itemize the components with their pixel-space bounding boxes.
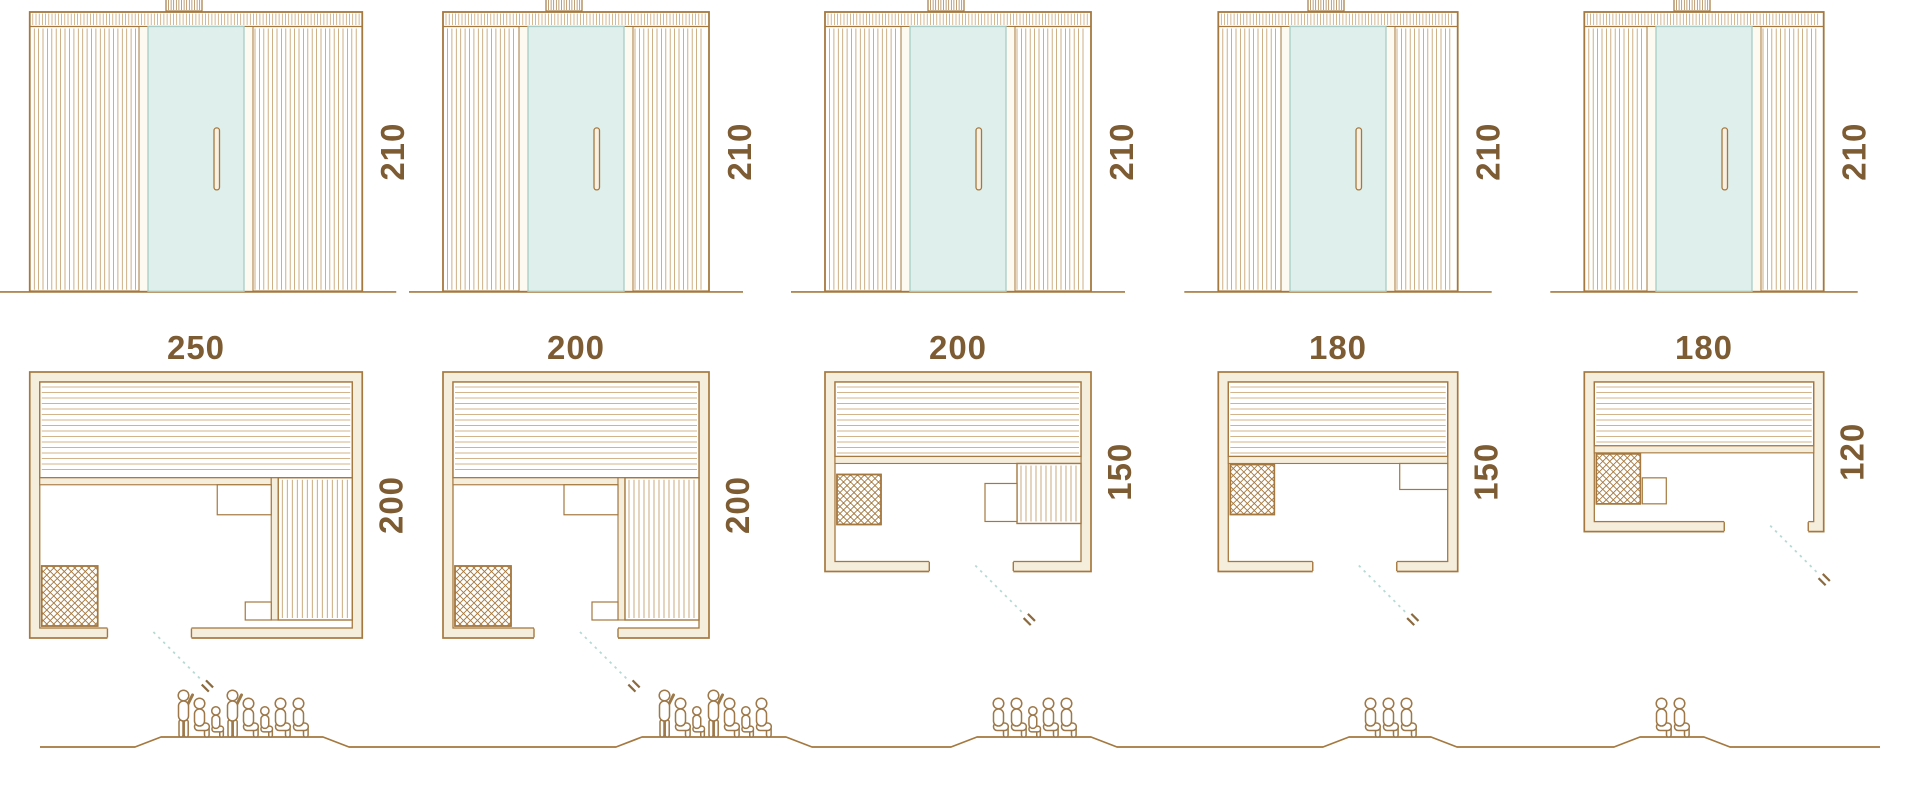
heater [836,473,882,526]
roof-vent-icon [927,0,965,12]
sauna-floor-plan: 250 200 [28,329,409,693]
wall-slats [1588,28,1817,290]
door-swing-line [974,564,1024,615]
door-handle [975,127,983,191]
capacity-group [1364,697,1418,738]
door-swing-line [152,631,203,681]
heater [454,565,512,627]
door-pull-icon [1406,613,1420,626]
heater [40,565,99,627]
glass-door [147,25,245,292]
roof-vent-icon [1307,0,1345,12]
depth-dimension-label: 120 [1834,423,1871,481]
door-handle [1721,127,1729,191]
side-bench [591,477,700,621]
door-pull-icon [627,679,641,693]
sauna-front-elevation: 210 [1550,0,1873,293]
back-bench [1593,381,1815,454]
model-column-3: 210 200 150 [791,0,1140,626]
door-pull-icon [1022,613,1036,626]
side-bench [984,462,1082,525]
sauna-front-elevation: 210 [409,0,758,293]
roof-vent-icon [165,0,203,12]
top-band-hatch [1220,13,1453,25]
door-opening [534,626,618,640]
heater [1229,463,1276,516]
door-handle [1355,127,1363,191]
corner-step [1641,477,1667,505]
capacity-group [1655,697,1691,738]
depth-dimension-label: 200 [372,476,409,534]
depth-dimension-label: 200 [719,476,756,534]
capacity-group [177,689,310,738]
wall-slats [33,28,357,290]
height-dimension-label: 210 [374,123,411,181]
wall-slats [447,28,702,290]
capacity-group [992,697,1078,738]
sauna-floor-plan: 200 200 [442,329,756,693]
glass-door [1655,25,1753,292]
glass-door [909,25,1007,292]
width-dimension-label: 200 [929,329,987,366]
wall-slats [829,28,1084,290]
corner-step [216,484,272,516]
door-pull-icon [1817,573,1831,587]
glass-door [1289,25,1387,292]
back-bench [1227,381,1449,465]
capacity-group [658,689,773,738]
door-swing-line [579,631,629,681]
door-opening [107,626,192,640]
depth-dimension-label: 150 [1468,443,1505,501]
width-dimension-label: 180 [1309,329,1367,366]
sauna-front-elevation: 210 [0,0,411,293]
model-column-1: 210 250 200 [0,0,411,693]
sauna-front-elevation: 210 [791,0,1140,293]
ground-profile-line [40,736,1880,748]
depth-dimension-label: 150 [1101,443,1138,501]
roof-vent-icon [545,0,583,12]
model-column-5: 210 180 120 [1550,0,1873,587]
sauna-front-elevation: 210 [1184,0,1507,293]
door-swing-line [1358,564,1408,615]
bench-foot [591,601,619,621]
corner-step [563,484,619,516]
heater [1595,453,1642,505]
sauna-floor-plan: 180 150 [1217,329,1505,626]
height-dimension-label: 210 [1470,123,1507,181]
width-dimension-label: 180 [1675,329,1733,366]
corner-step [1399,462,1449,491]
door-pull-icon [200,679,214,693]
bench-step [984,482,1018,523]
roof-vent-icon [1673,0,1711,12]
back-bench [39,381,353,486]
height-dimension-label: 210 [721,123,758,181]
top-band-hatch [32,13,360,25]
glass-door [527,25,625,292]
model-column-4: 210 180 150 [1184,0,1507,626]
bench-foot [244,601,272,621]
side-bench [244,477,353,621]
door-handle [593,127,601,191]
capacity-row [40,689,1880,748]
top-band-hatch [445,13,706,25]
door-handle [213,127,221,191]
door-swing-line [1769,524,1819,575]
back-bench [452,381,700,486]
door-opening [1312,560,1397,573]
top-band-hatch [827,13,1088,25]
top-band-hatch [1586,13,1819,25]
height-dimension-label: 210 [1836,123,1873,181]
door-opening [1724,520,1809,534]
wall-slats [1222,28,1451,290]
back-bench [834,381,1082,465]
width-dimension-label: 250 [167,329,225,366]
sauna-floor-plan: 180 120 [1583,329,1871,587]
width-dimension-label: 200 [547,329,605,366]
model-column-2: 210 200 200 [409,0,758,693]
height-dimension-label: 210 [1103,123,1140,181]
sauna-floor-plan: 200 150 [824,329,1138,626]
door-opening [929,560,1014,573]
